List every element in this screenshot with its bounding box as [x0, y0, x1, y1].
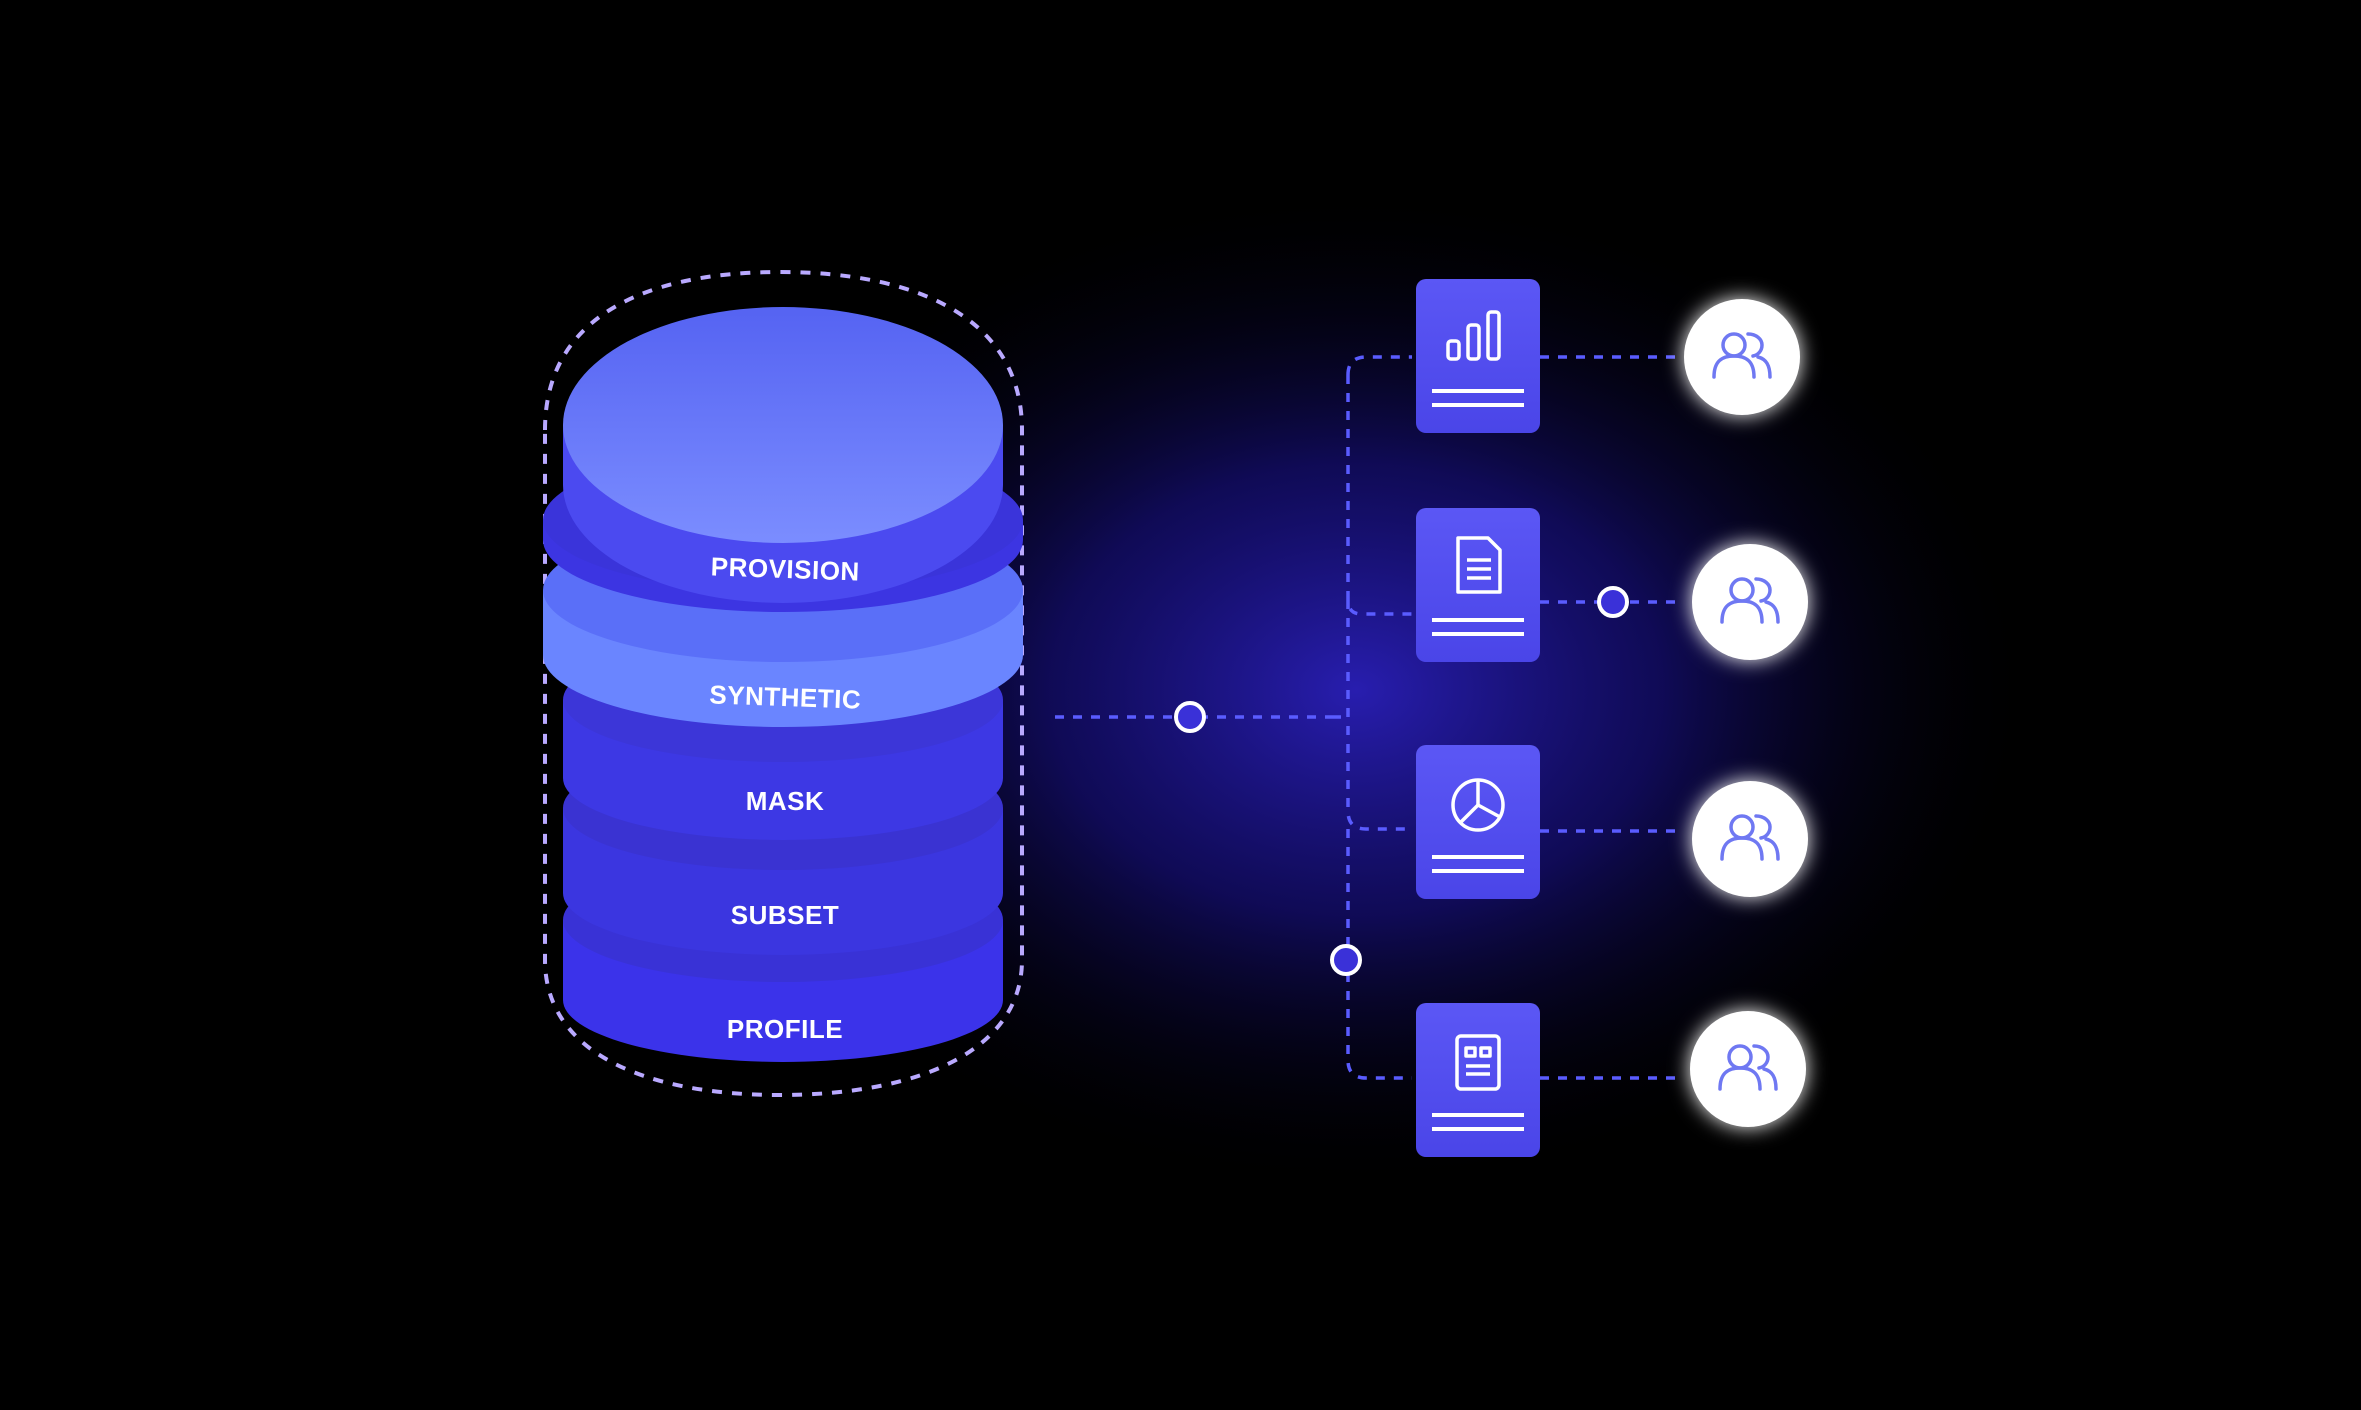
connectors — [1055, 355, 1680, 1080]
database-stack — [543, 307, 1023, 1062]
output-card-3 — [1416, 745, 1540, 899]
output-card-1 — [1416, 279, 1540, 433]
consumer-2 — [1692, 544, 1808, 660]
layer-top — [563, 307, 1003, 603]
database-dotted-outline — [543, 269, 1024, 1098]
users-icon — [1718, 1044, 1778, 1091]
layer-label-provision: PROVISION — [710, 551, 860, 586]
consumer-4 — [1690, 1011, 1806, 1127]
layer-label-subset: SUBSET — [731, 900, 839, 930]
pie-chart-icon — [1451, 778, 1505, 832]
node-db-hub — [1174, 701, 1206, 733]
connector-trunk — [1332, 355, 1412, 1080]
tablet-dashboard-icon — [1455, 1034, 1501, 1091]
consumer-3 — [1692, 781, 1808, 897]
document-icon — [1456, 536, 1502, 594]
output-card-2 — [1416, 508, 1540, 662]
node-trunk-lower — [1330, 944, 1362, 976]
users-icon — [1720, 814, 1780, 861]
output-card-4 — [1416, 1003, 1540, 1157]
layer-label-synthetic: SYNTHETIC — [709, 679, 862, 714]
layer-label-mask: MASK — [746, 786, 825, 816]
consumer-1 — [1684, 299, 1800, 415]
layer-label-profile: PROFILE — [727, 1014, 843, 1044]
users-icon — [1712, 332, 1772, 379]
junction-nodes — [1174, 586, 1629, 976]
bar-chart-icon — [1446, 310, 1501, 361]
node-card2-user2 — [1597, 586, 1629, 618]
users-icon — [1720, 577, 1780, 624]
